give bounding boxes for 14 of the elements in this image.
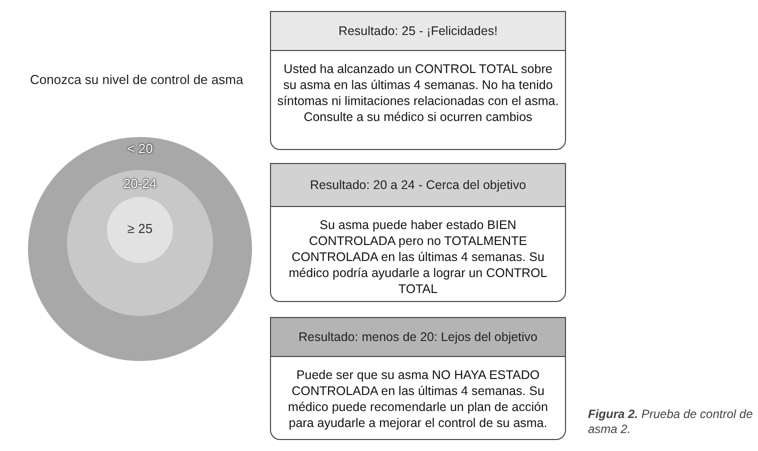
result-text: Puede ser que su asma NO HAYA ESTADO CONTROLADA en las últimas 4 semanas. Su médico puede recomendarle un plan de acción para ayudarle a mejorar el control de su asma. [287, 367, 549, 432]
result-card [270, 317, 566, 440]
score-label: < 20 [126, 141, 154, 156]
score-label: 20-24 [122, 176, 158, 191]
result-card [270, 163, 566, 302]
result-card [270, 11, 566, 150]
result-text: Su asma puede haber estado BIEN CONTROLADA pero no TOTALMENTE CONTROLADA en las últimas 4 semanas. Su médico podría ayudarle a lograr un CONTROL TOTAL [288, 217, 548, 298]
result-header: Resultado: 25 - ¡Felicidades! [271, 12, 565, 51]
section-heading: Conozca su nivel de control de asma [30, 72, 244, 87]
figure-caption: Figura 2. Prueba de control de asma 2. [588, 407, 754, 437]
score-label: ≥ 25 [126, 221, 154, 236]
result-header: Resultado: 20 a 24 - Cerca del objetivo [271, 164, 565, 207]
result-header: Resultado: menos de 20: Lejos del objetivo [271, 318, 565, 357]
result-text: Usted ha alcanzado un CONTROL TOTAL sobre su asma en las últimas 4 semanas. No ha tenido síntomas ni limitaciones relacionadas con el asma. Consulte a su médico si ocurren cambios [276, 61, 560, 126]
